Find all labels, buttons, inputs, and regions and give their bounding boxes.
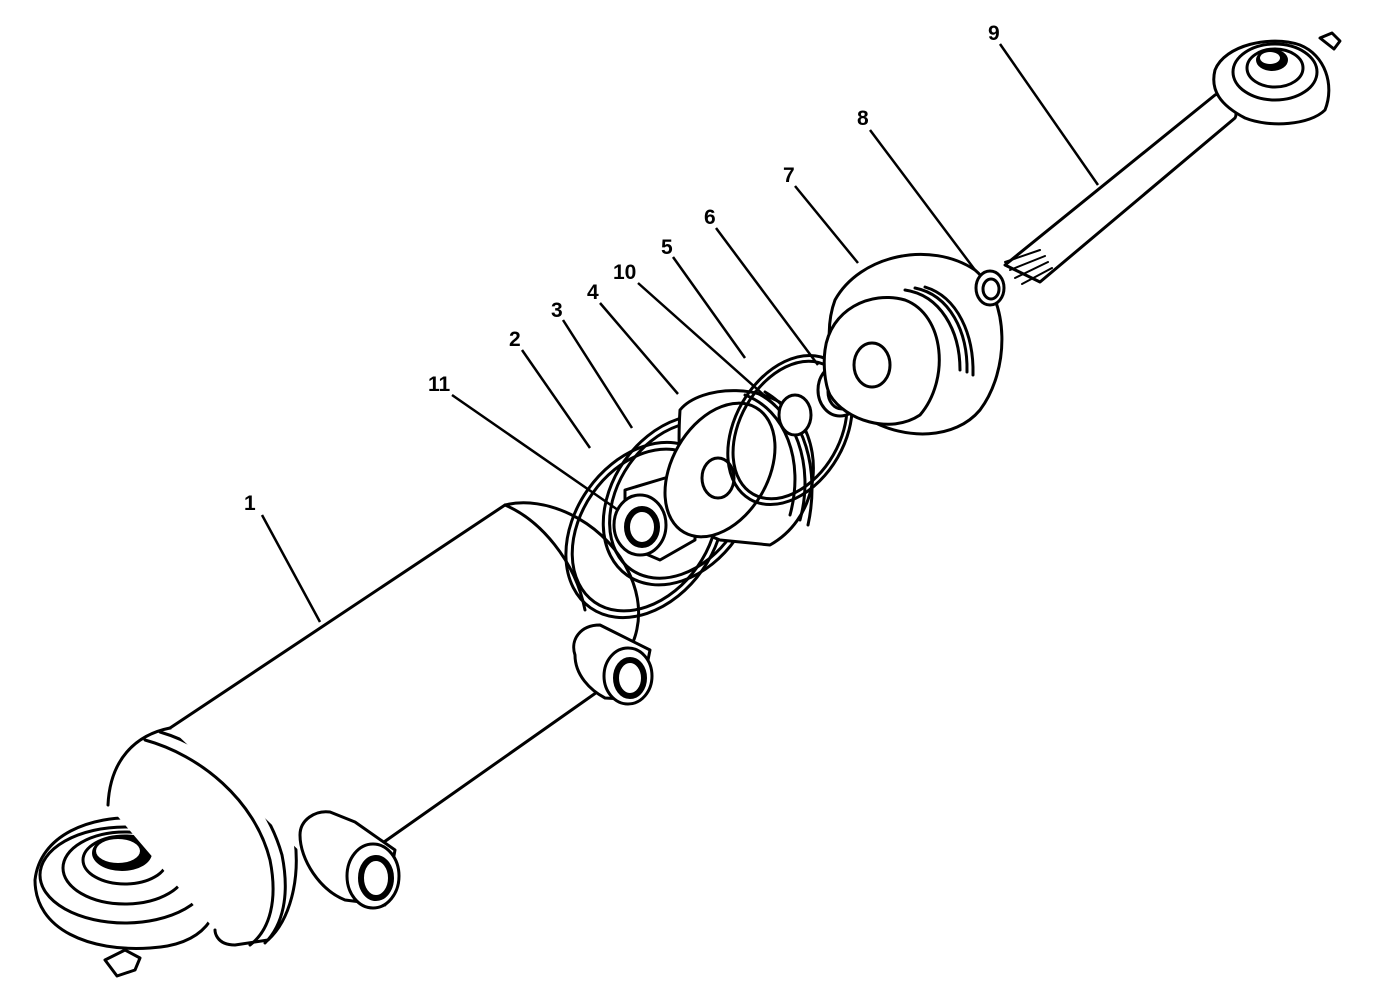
callout-4: 4 <box>587 281 599 304</box>
leader-11 <box>451 393 619 512</box>
callout-11: 11 <box>428 373 451 396</box>
leader-5 <box>671 256 747 359</box>
leader-8 <box>869 129 976 271</box>
piston-rod-9 <box>1003 31 1342 285</box>
leader-10 <box>637 282 776 406</box>
piston-4 <box>663 389 815 547</box>
leader-4 <box>599 302 679 395</box>
barrel-port-upper <box>572 623 654 706</box>
leader-lines <box>260 43 1100 623</box>
cylinder-barrel <box>33 501 654 978</box>
leader-3 <box>561 319 634 429</box>
callout-1: 1 <box>244 492 256 515</box>
leader-2 <box>520 349 592 449</box>
leader-7 <box>794 185 859 264</box>
callout-9: 9 <box>988 22 1000 45</box>
leader-1 <box>260 514 322 623</box>
callout-6: 6 <box>704 206 716 229</box>
callout-5: 5 <box>661 236 673 259</box>
callout-8: 8 <box>857 107 869 130</box>
leader-9 <box>998 43 1100 186</box>
callout-labels: 1 2 3 4 5 6 7 8 9 10 11 <box>244 22 1000 515</box>
o-ring-5 <box>726 353 854 507</box>
barrel-port-lower <box>298 810 401 910</box>
callout-10: 10 <box>613 261 636 284</box>
wiper-ring-8 <box>974 269 1006 307</box>
gland-7 <box>822 252 1004 436</box>
callout-2: 2 <box>509 328 521 351</box>
callout-7: 7 <box>783 164 795 187</box>
callout-3: 3 <box>551 299 563 322</box>
leader-6 <box>714 227 820 366</box>
